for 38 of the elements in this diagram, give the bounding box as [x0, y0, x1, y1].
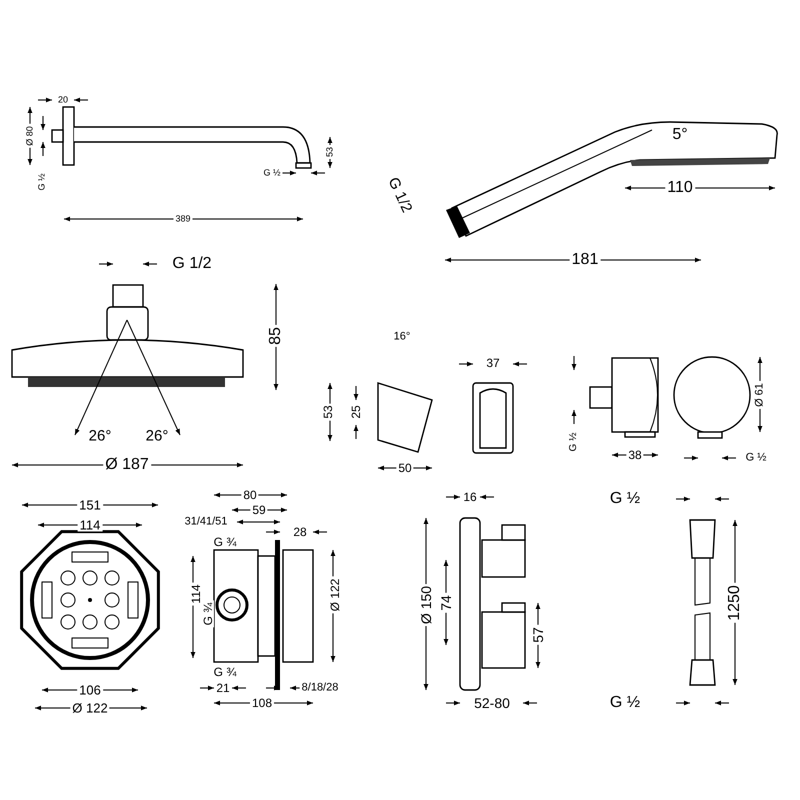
dimension-label: 50	[396, 462, 414, 474]
dimension-label: 21	[214, 682, 232, 694]
dimension-label: Ø 150	[419, 584, 433, 626]
dimension-label: 37	[484, 357, 502, 369]
dimension-label: 151	[77, 498, 103, 512]
dimension-label: 25	[350, 403, 362, 421]
dimension-label: 16°	[392, 332, 412, 342]
dimension-label: G ¾	[202, 600, 214, 628]
dimension-label: 52-80	[472, 696, 512, 710]
dimension-label: G ¾	[212, 666, 238, 678]
dimension-label: 53	[326, 145, 334, 159]
dimension-label: G ½	[569, 430, 579, 454]
dimension-label: 114	[78, 518, 102, 532]
dimension-label: 38	[626, 449, 644, 461]
dimension-label: 114	[190, 582, 202, 606]
dimension-label: 20	[56, 96, 70, 104]
dimension-label: Ø 122	[70, 702, 110, 714]
dimension-label: 80	[241, 489, 259, 501]
dimension-label: 26°	[144, 428, 170, 444]
dimension-label: 53	[322, 403, 334, 421]
dimension-label: Ø 61	[754, 381, 766, 409]
dimension-label: 389	[173, 214, 193, 224]
dimension-label: 108	[250, 697, 274, 709]
dimension-label: G ½	[744, 452, 768, 464]
dimension-label: Ø 122	[329, 576, 341, 614]
dimension-label: G ½	[38, 172, 46, 192]
dimension-label: 106	[77, 684, 103, 696]
dimension-label: Ø 80	[26, 124, 34, 148]
dimension-label: 74	[439, 593, 453, 613]
dimension-label: G ¾	[212, 536, 238, 548]
dimension-label: G ½	[262, 168, 282, 178]
dimension-label: 8/18/28	[300, 682, 340, 694]
dimension-label: 57	[531, 625, 545, 645]
dimension-label: 26°	[86, 428, 114, 444]
dimension-label: 59	[250, 504, 268, 516]
dimension-label: 16	[461, 491, 479, 503]
dimension-label: 28	[291, 526, 309, 538]
dimension-label: 31/41/51	[182, 516, 230, 528]
